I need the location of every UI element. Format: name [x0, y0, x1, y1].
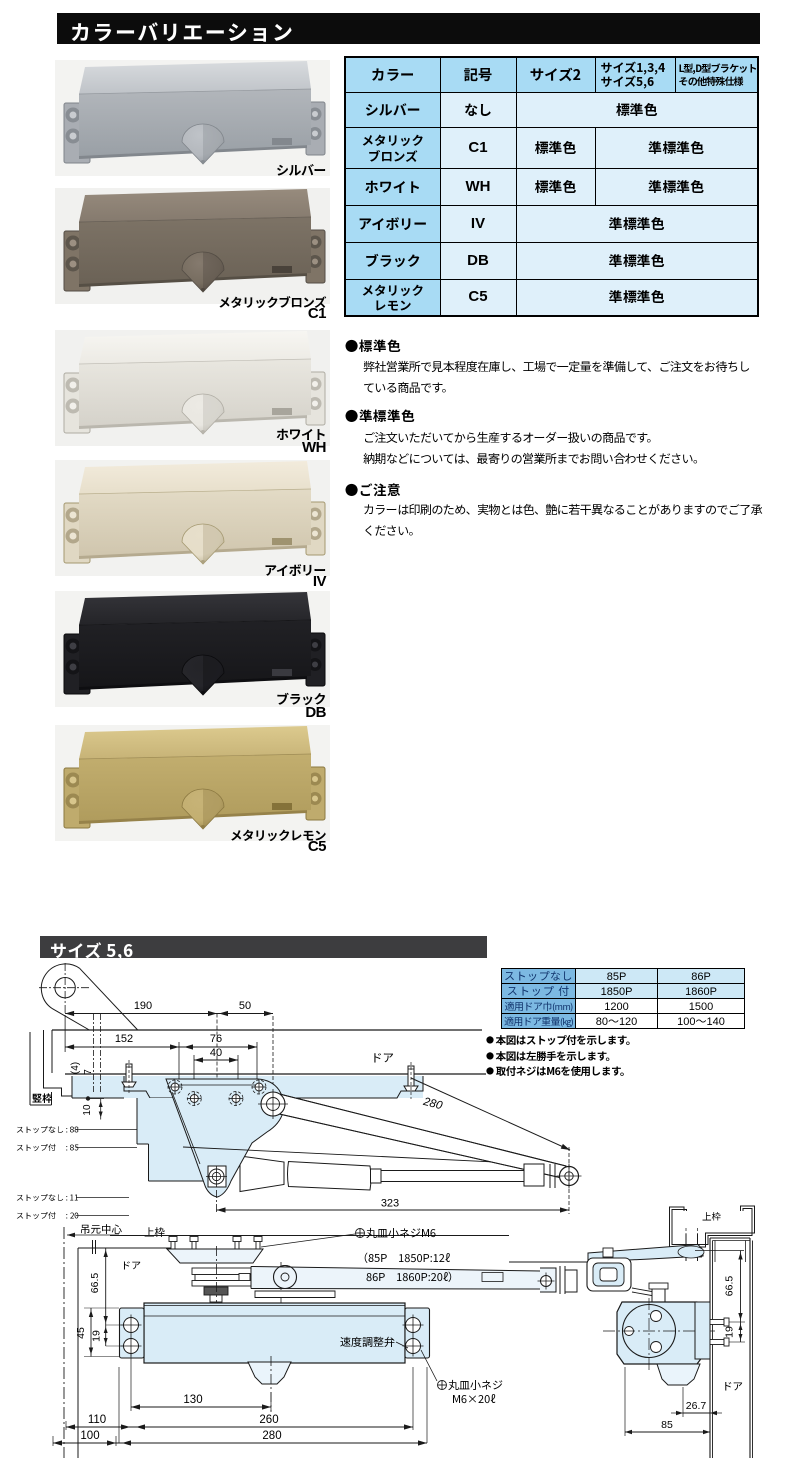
svg-text:ドア: ドア [722, 1379, 743, 1394]
svg-text:86P 1860P:20ℓ）: 86P 1860P:20ℓ） [366, 1269, 459, 1285]
svg-text:竪枠: 竪枠 [32, 1090, 52, 1105]
svg-text:10: 10 [82, 1104, 93, 1116]
svg-text:45: 45 [75, 1327, 87, 1339]
svg-text:ストップなし : 88: ストップなし : 88 [16, 1125, 79, 1136]
svg-text:M6×20ℓ: M6×20ℓ [452, 1391, 495, 1407]
svg-text:速度調整弁: 速度調整弁 [340, 1334, 395, 1350]
svg-text:（85P 1850P:12ℓ: （85P 1850P:12ℓ [357, 1250, 450, 1266]
svg-text:(4): (4) [70, 1062, 81, 1074]
svg-text:ドア: ドア [121, 1257, 141, 1272]
svg-text:ストップなし : 11: ストップなし : 11 [16, 1193, 79, 1204]
svg-text:上枠: 上枠 [702, 1209, 722, 1223]
svg-text:100: 100 [80, 1430, 99, 1442]
svg-text:丸皿小ネジ: 丸皿小ネジ [448, 1377, 503, 1393]
svg-text:ストップ付 : 85: ストップ付 : 85 [16, 1143, 79, 1154]
svg-text:19: 19 [724, 1326, 736, 1338]
svg-text:上枠: 上枠 [144, 1225, 165, 1240]
svg-text:66.5: 66.5 [724, 1276, 736, 1297]
svg-text:ストップ付 : 20: ストップ付 : 20 [16, 1211, 79, 1222]
svg-text:152: 152 [115, 1033, 133, 1045]
svg-text:323: 323 [381, 1198, 399, 1210]
svg-text:260: 260 [259, 1414, 278, 1426]
svg-text:丸皿小ネジM6: 丸皿小ネジM6 [366, 1225, 436, 1241]
svg-text:110: 110 [88, 1414, 106, 1426]
svg-text:50: 50 [239, 1000, 251, 1012]
svg-text:7: 7 [83, 1069, 94, 1075]
svg-text:26.7: 26.7 [686, 1400, 707, 1412]
svg-text:66.5: 66.5 [89, 1273, 101, 1294]
svg-text:76: 76 [210, 1033, 222, 1045]
svg-text:130: 130 [183, 1394, 202, 1406]
svg-text:280: 280 [421, 1096, 444, 1113]
svg-text:85: 85 [661, 1419, 673, 1431]
svg-text:19: 19 [91, 1330, 103, 1342]
svg-text:190: 190 [134, 1000, 152, 1012]
svg-text:280: 280 [262, 1430, 281, 1442]
svg-text:40: 40 [210, 1047, 222, 1059]
svg-text:吊元中心: 吊元中心 [80, 1222, 122, 1237]
svg-text:ドア: ドア [371, 1050, 394, 1066]
